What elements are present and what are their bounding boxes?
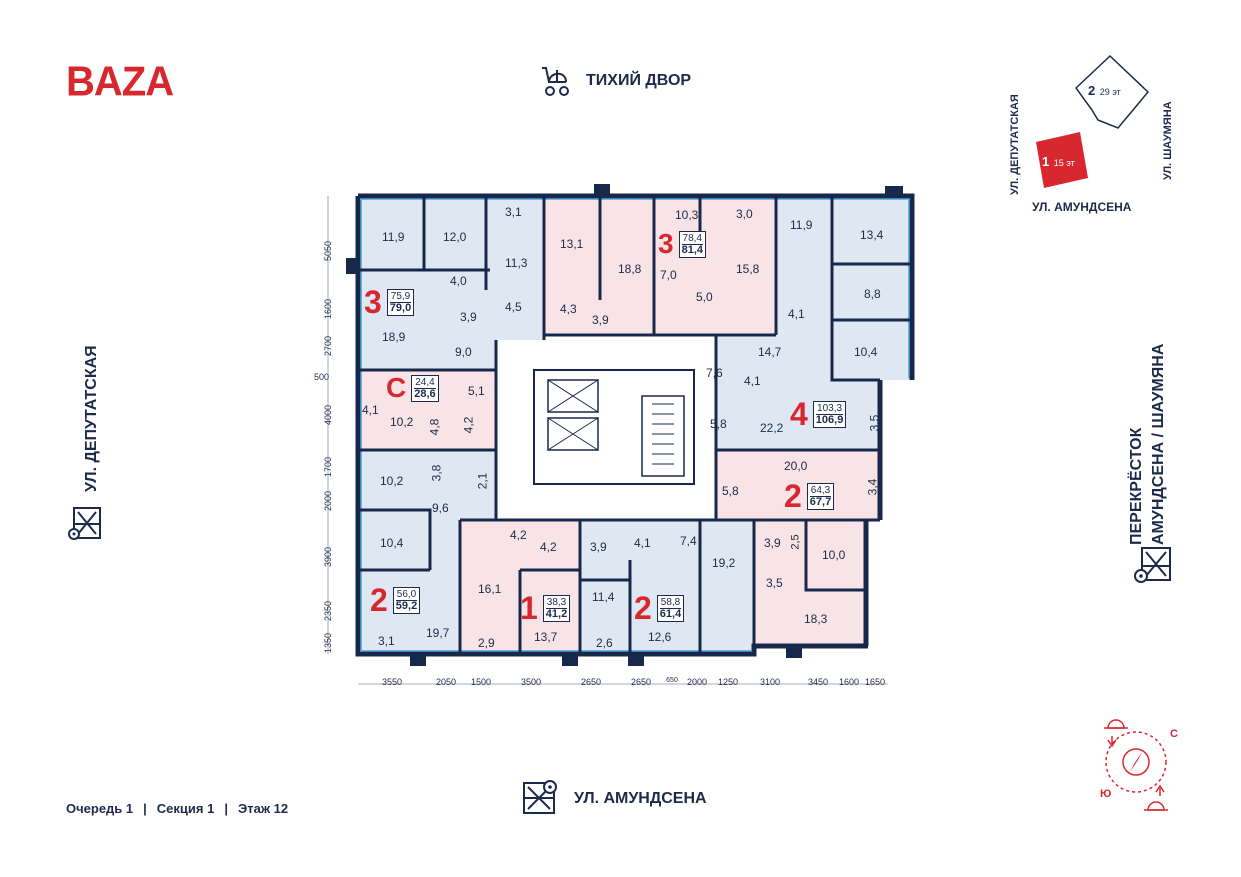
staircase	[641, 395, 685, 477]
site-minimap: УЛ. ДЕПУТАТСКАЯ УЛ. ШАУМЯНА УЛ. АМУНДСЕН…	[1000, 50, 1180, 220]
map-pin-icon	[66, 506, 102, 547]
street-bottom-label: УЛ. АМУНДСЕНА	[574, 790, 707, 807]
windows	[360, 198, 910, 652]
compass-rose: С Ю	[1090, 712, 1182, 822]
apartment-fills	[358, 196, 912, 654]
map-pin-icon	[520, 779, 560, 822]
apartment-2a-area	[716, 450, 880, 520]
window-markers	[346, 184, 903, 666]
apartment-4-area	[716, 196, 912, 450]
apartment-pink-br-area	[754, 520, 868, 646]
minimap-building-1: 1 15 эт	[1042, 154, 1075, 169]
floor-label: Этаж 12	[237, 801, 289, 816]
elevator-1	[547, 379, 599, 413]
apartment-c-area	[358, 370, 496, 450]
compass-south: Ю	[1100, 788, 1112, 800]
minimap-building-2: 2 29 эт	[1088, 83, 1121, 98]
apartment-2c-area	[580, 520, 754, 654]
compass-north: С	[1170, 728, 1178, 740]
brand-logo: BAZA	[66, 58, 174, 106]
minimap-bottom-street: УЛ. АМУНДСЕНА	[1032, 200, 1132, 214]
map-pin-icon	[1132, 546, 1172, 591]
building-core	[533, 369, 695, 485]
dims-left: 5050 1600 2700 500 4000 1700 2000 3900 2…	[314, 240, 334, 654]
interior-walls	[358, 196, 912, 654]
dims-bottom: 3550 2050 1500 3500 2650 2650 650 2000 1…	[381, 677, 886, 687]
apartment-3a-area	[358, 196, 544, 370]
street-top-label: ТИХИЙ ДВОР	[586, 72, 692, 89]
queue-label: Очередь 1	[66, 801, 134, 816]
section-label: Секция 1	[156, 801, 215, 816]
apartment-2b-area	[358, 450, 496, 654]
footer-info: Очередь 1|Секция 1|Этаж 12	[66, 801, 289, 816]
elevator-2	[547, 417, 599, 451]
stroller-icon	[538, 62, 572, 103]
